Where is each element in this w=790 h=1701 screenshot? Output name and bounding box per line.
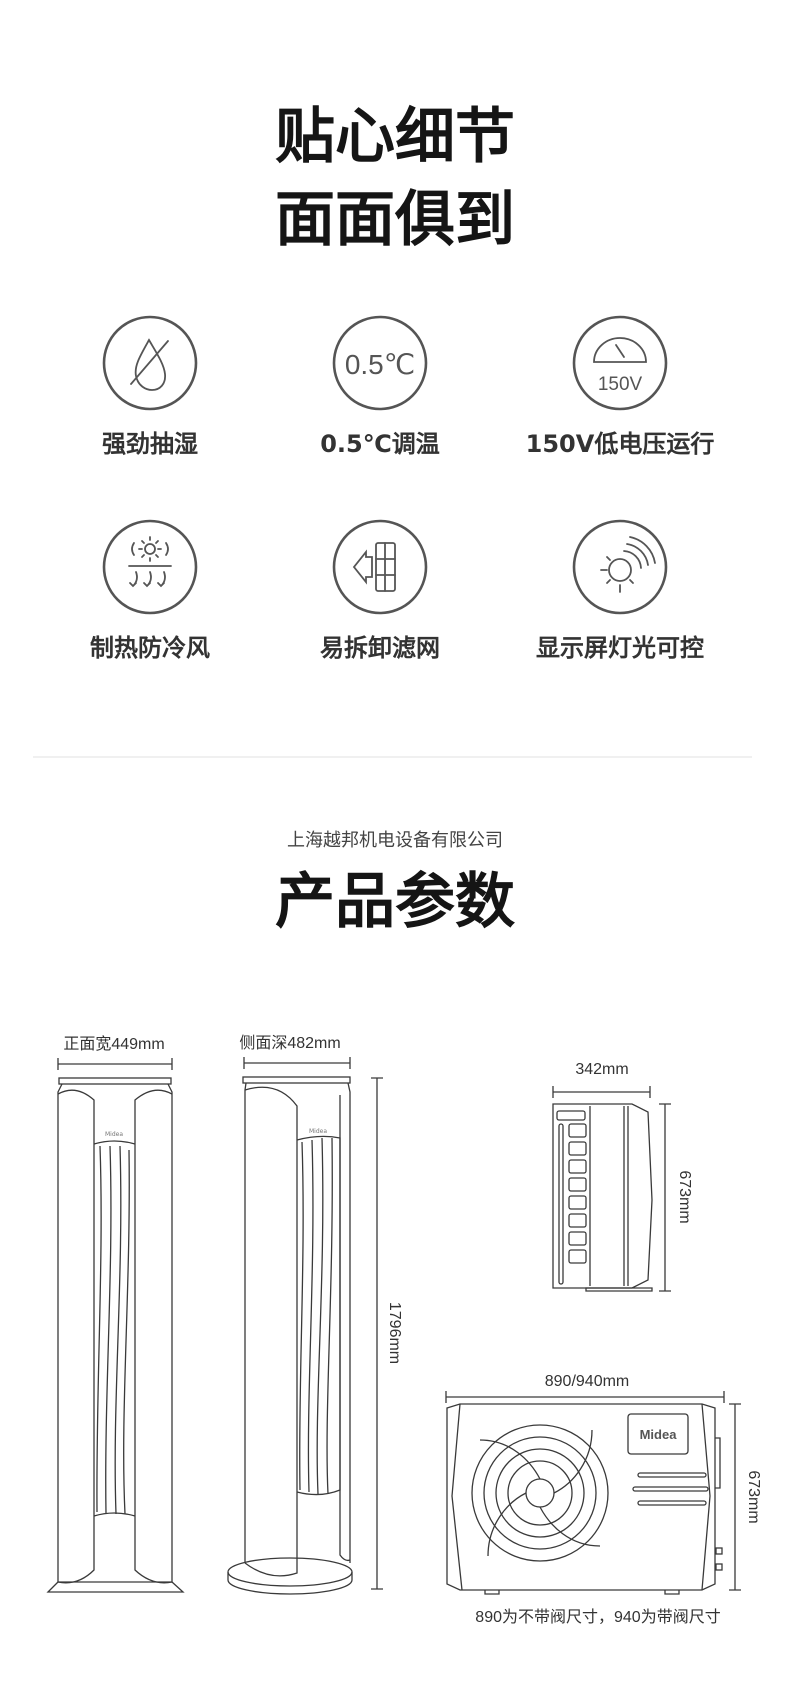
temperature-icon: 0.5℃ [332,315,428,411]
height-label: 1796mm [386,1302,403,1364]
brand-logo: Midea [640,1427,678,1442]
params-title: 产品参数 [275,867,515,937]
feature-low-voltage: 150V 150V低电压运行 [526,315,715,458]
outdoor-height-front-label: 673mm [745,1470,762,1523]
indoor-unit-side-drawing: 侧面深482mm Midea 1796mm [227,1034,403,1595]
outdoor-height-side-label: 673mm [676,1170,693,1223]
size-note: 890为不带阀尺寸，940为带阀尺寸 [475,1608,720,1626]
feature-label: 强劲抽湿 [102,430,198,458]
outdoor-unit-side-drawing: 342mm 673mm [552,1061,693,1292]
feature-label: 易拆卸滤网 [320,634,440,662]
side-depth-label: 侧面深482mm [239,1034,340,1052]
feature-label: 制热防冷风 [90,634,210,662]
front-width-label: 正面宽449mm [63,1035,164,1053]
outdoor-width-label: 890/940mm [545,1373,630,1390]
feature-temp: 0.5℃ 0.5℃调温 [320,315,440,458]
feature-filter: 易拆卸滤网 [320,519,440,662]
svg-text:150V: 150V [598,374,643,395]
filter-removal-icon [332,519,428,615]
feature-label: 0.5℃调温 [320,430,440,458]
brand-logo: Midea [309,1128,327,1135]
feature-anti-cold-wind: 制热防冷风 [90,519,210,662]
headline-line-1: 贴心细节 [275,102,515,172]
outdoor-depth-label: 342mm [575,1061,628,1078]
heat-airflow-icon [102,519,198,615]
watermark: 上海越邦机电设备有限公司 [287,830,503,851]
vent-fins [568,1123,587,1264]
feature-label: 150V低电压运行 [526,430,715,458]
fan-grille [471,1424,609,1562]
svg-text:0.5℃: 0.5℃ [345,349,415,380]
water-drop-slash-icon [102,315,198,411]
feature-display-light: 显示屏灯光可控 [536,519,704,662]
gauge-icon: 150V [572,315,668,411]
display-light-icon [572,519,668,615]
feature-dehumidify: 强劲抽湿 [102,315,198,458]
brand-logo: Midea [105,1131,123,1138]
indoor-unit-front-drawing: 正面宽449mm Midea [46,1035,185,1593]
headline-line-2: 面面俱到 [275,185,515,255]
outdoor-unit-front-drawing: 890/940mm Midea 673mm 890为不带阀尺寸，940为带阀尺寸 [445,1373,762,1626]
feature-label: 显示屏灯光可控 [536,634,704,662]
